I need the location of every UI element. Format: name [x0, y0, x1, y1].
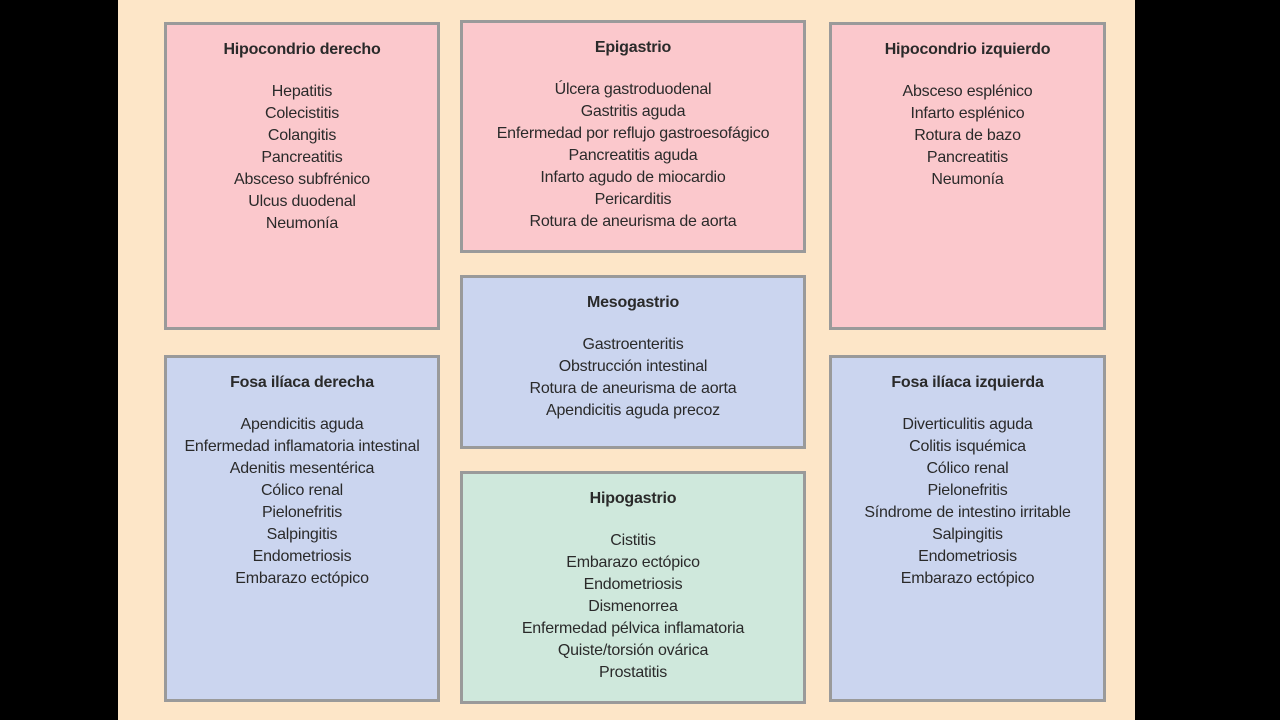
list-item: Pancreatitis [926, 149, 1009, 166]
list-item: Absceso subfrénico [233, 171, 371, 188]
list-item: Diverticulitis aguda [902, 416, 1033, 433]
list-item: Cistitis [610, 532, 656, 549]
region-title: Hipogastrio [589, 490, 677, 507]
list-item: Enfermedad pélvica inflamatoria [521, 620, 745, 637]
list-item: Pielonefritis [927, 482, 1008, 499]
list-item: Hepatitis [271, 83, 333, 100]
region-title: Hipocondrio izquierdo [884, 41, 1051, 58]
list-item: Colitis isquémica [909, 438, 1026, 455]
list-item: Embarazo ectópico [566, 554, 700, 571]
list-item: Apendicitis aguda [240, 416, 364, 433]
region-title: Mesogastrio [586, 294, 680, 311]
list-item: Cólico renal [260, 482, 344, 499]
list-item: Enfermedad inflamatoria intestinal [184, 438, 420, 455]
list-item: Gastritis aguda [580, 103, 686, 120]
list-item: Absceso esplénico [902, 83, 1033, 100]
list-item: Pancreatitis aguda [568, 147, 698, 164]
region-fosa-iliaca-izquierda: Fosa ilíaca izquierda Diverticulitis agu… [829, 355, 1106, 702]
list-item: Rotura de bazo [914, 127, 1021, 144]
list-item: Quiste/torsión ovárica [557, 642, 709, 659]
list-item: Pielonefritis [261, 504, 343, 521]
region-title: Fosa ilíaca derecha [230, 374, 374, 391]
list-item: Pancreatitis [261, 149, 343, 166]
list-item: Adenitis mesentérica [229, 460, 375, 477]
list-item: Salpingitis [266, 526, 338, 543]
list-item: Colecistitis [264, 105, 340, 122]
list-item: Obstrucción intestinal [558, 358, 708, 375]
list-item: Infarto agudo de miocardio [540, 169, 726, 186]
list-item: Úlcera gastroduodenal [554, 81, 712, 98]
list-item: Rotura de aneurisma de aorta [529, 213, 737, 230]
region-title: Epigastrio [594, 39, 672, 56]
list-item: Apendicitis aguda precoz [546, 402, 720, 419]
list-item: Enfermedad por reflujo gastroesofágico [496, 125, 770, 142]
list-item: Infarto esplénico [910, 105, 1025, 122]
list-item: Cólico renal [926, 460, 1009, 477]
list-item: Síndrome de intestino irritable [864, 504, 1071, 521]
region-title: Hipocondrio derecho [223, 41, 381, 58]
list-item: Dismenorrea [588, 598, 678, 615]
list-item: Endometriosis [252, 548, 352, 565]
list-item: Embarazo ectópico [235, 570, 369, 587]
list-item: Neumonía [265, 215, 339, 232]
list-item: Colangitis [267, 127, 337, 144]
list-item: Ulcus duodenal [248, 193, 356, 210]
list-item: Gastroenteritis [582, 336, 684, 353]
list-item: Neumonía [931, 171, 1004, 188]
list-item: Endometriosis [918, 548, 1017, 565]
list-item: Pericarditis [594, 191, 672, 208]
list-item: Salpingitis [932, 526, 1003, 543]
list-item: Endometriosis [583, 576, 683, 593]
region-title: Fosa ilíaca izquierda [891, 374, 1044, 391]
list-item: Prostatitis [598, 664, 668, 681]
list-item: Embarazo ectópico [900, 570, 1035, 587]
list-item: Rotura de aneurisma de aorta [529, 380, 737, 397]
